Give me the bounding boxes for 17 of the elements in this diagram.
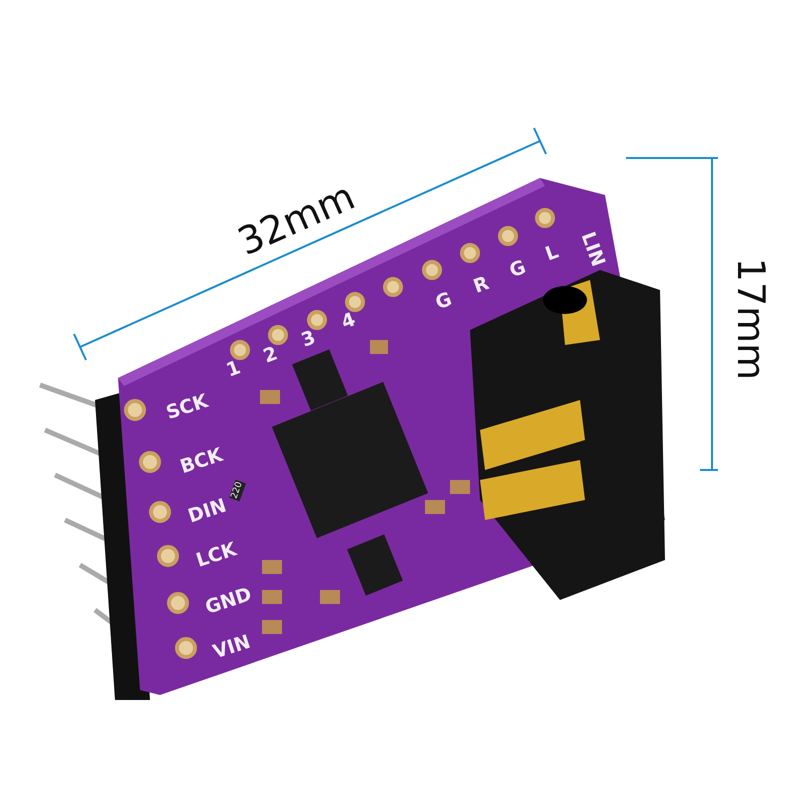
pin-label: L [543, 242, 561, 264]
pin-label: 3 [299, 328, 318, 351]
pin-label: 1 [224, 358, 244, 381]
pin-label: LIN [578, 230, 608, 270]
pin-label: G [507, 258, 528, 282]
dimension-label: 32mm [232, 176, 360, 262]
dimension-label: 17mm [732, 258, 770, 380]
pin-label: BCK [178, 446, 226, 478]
pin-label: 2 [261, 344, 280, 367]
pin-label: LCK [194, 540, 239, 571]
pin-label: GND [203, 585, 254, 618]
pin-label: DIN [186, 496, 229, 527]
pin-label: 4 [339, 310, 358, 333]
pin-label: R [471, 274, 492, 297]
pin-label: SCK [164, 392, 210, 424]
pin-label: G [433, 290, 454, 314]
pin-label: VIN [210, 632, 253, 662]
